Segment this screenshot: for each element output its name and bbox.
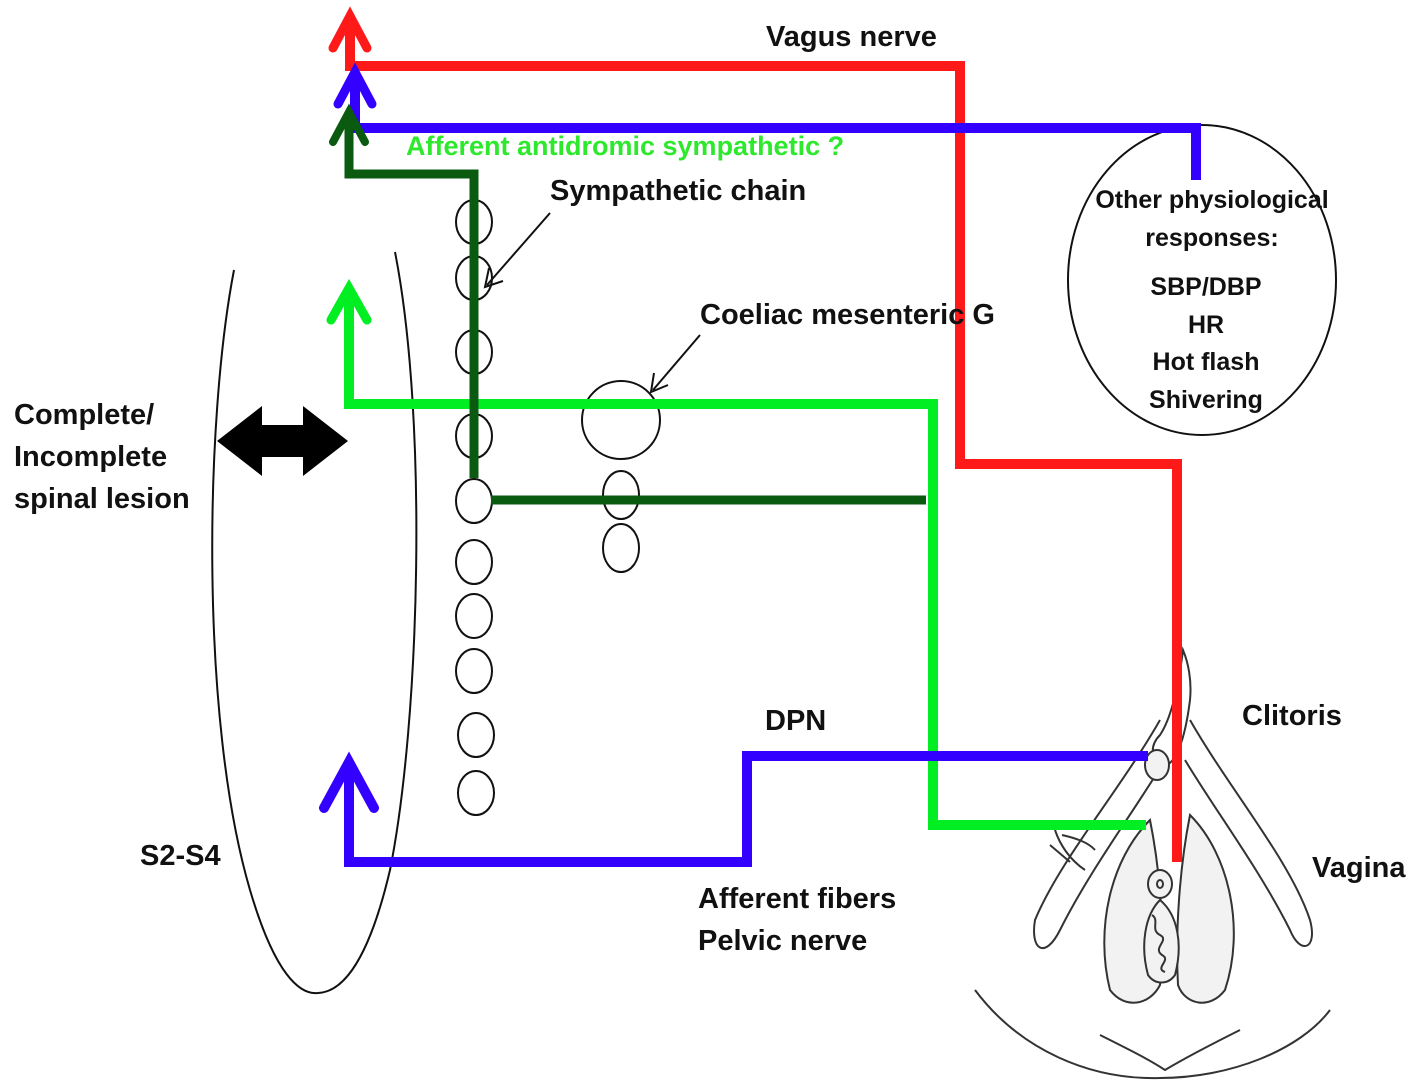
- coeliac-label: Coeliac mesenteric G: [700, 299, 995, 331]
- anatomy-urethral-opening: [1148, 870, 1172, 898]
- vagina-label: Vagina: [1312, 852, 1406, 884]
- sympathetic-chain-label: Sympathetic chain: [550, 175, 806, 207]
- sympathetic-chain-pointer: [487, 213, 550, 285]
- coeliac-ganglion-large: [582, 381, 660, 459]
- response-hot-flash: Hot flash: [1153, 348, 1260, 376]
- coeliac-pointer: [653, 335, 700, 390]
- afferent-fibers-label: Afferent fibers: [698, 883, 896, 915]
- anatomy-outer-contour: [975, 990, 1330, 1078]
- anatomy-buttock-crease: [1100, 1030, 1240, 1070]
- other-responses-title-line1: Other physiological: [1095, 186, 1328, 214]
- other-responses-pathway: [338, 72, 1196, 180]
- lesion-label-line1: Complete/: [14, 399, 154, 431]
- pelvic-nerve-label: Pelvic nerve: [698, 925, 867, 957]
- spinal-cord-left-edge: [212, 270, 318, 993]
- sympathetic-afferent-pathway: [331, 288, 1146, 825]
- pelvic-nerve-pathway: [324, 756, 1148, 862]
- chain-ganglion: [456, 594, 492, 638]
- chain-ganglion: [456, 649, 492, 693]
- coeliac-ganglion: [603, 524, 639, 572]
- afferent-antidromic-label: Afferent antidromic sympathetic ?: [406, 131, 844, 161]
- anatomy-glans: [1145, 750, 1169, 780]
- lesion-double-arrow: [217, 406, 348, 476]
- antidromic-sympathetic-chain-line: [349, 120, 474, 478]
- coeliac-ganglion: [603, 471, 639, 519]
- anatomy-clitoral-shaft: [1153, 650, 1191, 765]
- lesion-label-line3: spinal lesion: [14, 483, 190, 515]
- response-shivering: Shivering: [1149, 386, 1263, 414]
- vagus-nerve-label: Vagus nerve: [766, 21, 937, 53]
- clitoris-label: Clitoris: [1242, 700, 1342, 732]
- chain-ganglion: [456, 479, 492, 523]
- coeliac-ganglia: [582, 381, 660, 572]
- chain-ganglion: [458, 713, 494, 757]
- dpn-label: DPN: [765, 705, 826, 737]
- s2-s4-label: S2-S4: [140, 840, 221, 872]
- other-responses-title-line2: responses:: [1145, 224, 1278, 252]
- chain-ganglion: [456, 540, 492, 584]
- pointer-arrows: [485, 213, 700, 392]
- lesion-label-line2: Incomplete: [14, 441, 167, 473]
- other-responses-line: [355, 78, 1196, 180]
- spinal-cord-right-edge: [318, 252, 416, 993]
- chain-ganglion: [458, 771, 494, 815]
- response-sbp-dbp: SBP/DBP: [1150, 273, 1261, 301]
- response-hr: HR: [1188, 311, 1224, 339]
- anatomy-right-labium: [1177, 815, 1234, 1003]
- spinal-cord: [212, 252, 416, 993]
- anatomy-instrument: [1050, 830, 1095, 870]
